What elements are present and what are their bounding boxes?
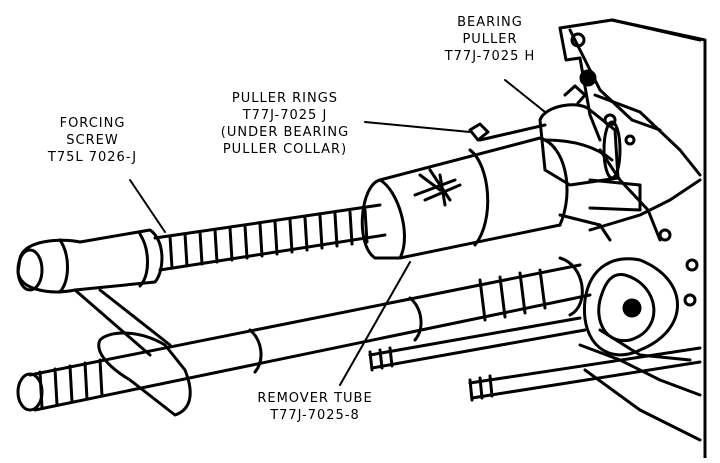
label-line: T75L 7026-J: [47, 150, 138, 165]
forcing-screw-head: [16, 228, 192, 417]
label-puller-rings: PULLER RINGS T77J-7025 J (UNDER BEARING …: [200, 90, 370, 158]
puller-rings-body: [360, 136, 569, 260]
label-line: T77J-7025 H: [444, 49, 536, 64]
label-line: PULLER: [462, 32, 518, 47]
label-line: FORCING: [59, 116, 126, 131]
label-line: REMOVER TUBE: [257, 391, 373, 406]
label-line: T77J-7025-8: [270, 408, 360, 423]
label-remover-tube: REMOVER TUBE T77J-7025-8: [230, 390, 400, 424]
label-bearing-puller: BEARING PULLER T77J-7025 H: [420, 14, 560, 65]
label-line: PULLER COLLAR): [222, 142, 348, 157]
label-line: SCREW: [66, 133, 119, 148]
label-line: BEARING: [457, 15, 523, 30]
transmission-case: [558, 18, 707, 460]
label-line: (UNDER BEARING: [220, 125, 350, 140]
label-line: T77J-7025 J: [242, 108, 328, 123]
guide-rods: [368, 316, 702, 402]
remover-tube: [16, 256, 592, 412]
label-forcing-screw: FORCING SCREW T75L 7026-J: [30, 115, 155, 166]
bearing-puller-collar: [468, 84, 642, 212]
label-line: PULLER RINGS: [231, 91, 339, 106]
forcing-screw: [153, 203, 387, 272]
leader-lines: [129, 79, 546, 386]
